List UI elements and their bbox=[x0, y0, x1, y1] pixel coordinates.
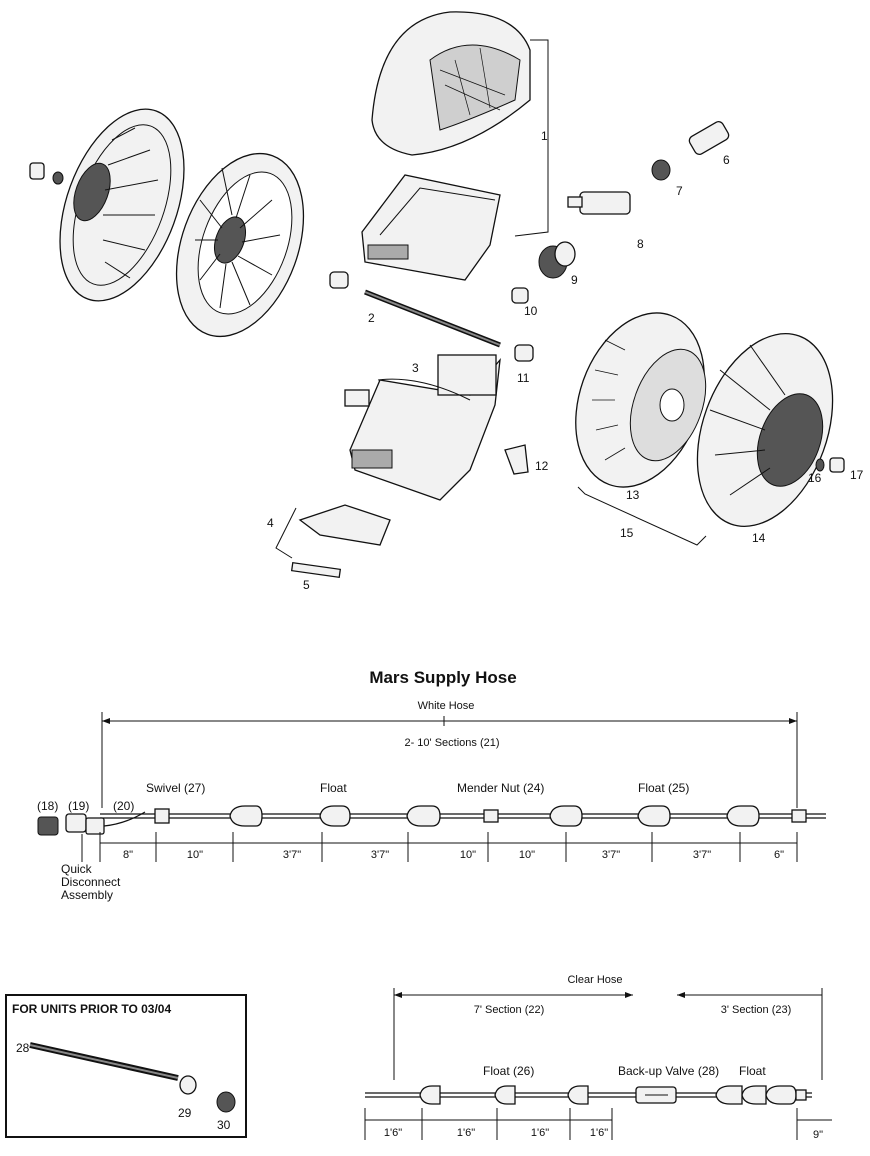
callout-14: 14 bbox=[752, 531, 766, 545]
callout-4: 4 bbox=[267, 516, 274, 530]
callout-5: 5 bbox=[303, 578, 310, 592]
left-fitting bbox=[29, 162, 64, 185]
clear-section-7: 7' Section (22) bbox=[474, 1004, 545, 1016]
fitting-6 bbox=[688, 121, 730, 155]
supply-hose-title: Mars Supply Hose bbox=[369, 668, 516, 687]
label-float-a: Float bbox=[320, 781, 347, 795]
clear-section-3: 3' Section (23) bbox=[721, 1004, 792, 1016]
clear-dim-1: 1'6" bbox=[457, 1127, 475, 1139]
callout-13: 13 bbox=[626, 488, 640, 502]
part15-bracket bbox=[577, 486, 707, 546]
clear-label-backup: Back-up Valve (28) bbox=[618, 1064, 719, 1078]
clear-dim-row bbox=[364, 1108, 832, 1140]
label-mender: Mender Nut (24) bbox=[457, 781, 544, 795]
part4-bracket bbox=[275, 507, 297, 559]
prior-units-inset: FOR UNITS PRIOR TO 03/04 28 29 30 bbox=[5, 994, 247, 1138]
left-tire bbox=[175, 152, 305, 338]
callout-8: 8 bbox=[637, 237, 644, 251]
callout-9: 9 bbox=[571, 273, 578, 287]
label-p18: (18) bbox=[37, 799, 58, 813]
clear-hose-assembly bbox=[365, 1085, 812, 1105]
callout-17: 17 bbox=[850, 468, 864, 482]
white-hose-assembly bbox=[37, 805, 826, 836]
fitting-17 bbox=[829, 457, 845, 473]
clear-dim-4: 9" bbox=[813, 1129, 823, 1141]
top-cover bbox=[371, 11, 531, 156]
callout-3: 3 bbox=[412, 361, 419, 375]
supply-dim-4: 10" bbox=[460, 849, 476, 861]
supply-dim-6: 3'7" bbox=[602, 849, 620, 861]
clear-hose-dims-top bbox=[393, 988, 823, 1080]
supply-dim-2: 3'7" bbox=[283, 849, 301, 861]
callout-1: 1 bbox=[541, 129, 548, 143]
bushing-11 bbox=[514, 344, 534, 362]
callout-2: 2 bbox=[368, 311, 375, 325]
parts-callouts: 1 2 3 4 5 6 7 8 9 10 11 12 13 14 15 16 1… bbox=[267, 129, 864, 592]
clear-dim-0: 1'6" bbox=[384, 1127, 402, 1139]
supply-dim-5: 10" bbox=[519, 849, 535, 861]
label-qd-3: Assembly bbox=[61, 888, 113, 902]
inset-callout-30: 30 bbox=[217, 1118, 231, 1132]
supply-dim-3: 3'7" bbox=[371, 849, 389, 861]
right-tire-13 bbox=[575, 312, 707, 488]
callout-16: 16 bbox=[808, 471, 822, 485]
clear-dim-2: 1'6" bbox=[531, 1127, 549, 1139]
part1-bracket bbox=[514, 39, 549, 237]
fitting-7 bbox=[651, 159, 671, 181]
supply-dim-1: 10" bbox=[187, 849, 203, 861]
white-hose-label: White Hose bbox=[418, 700, 475, 712]
valve-8 bbox=[567, 191, 631, 215]
clear-label-float: Float bbox=[739, 1064, 766, 1078]
sections-label: 2- 10' Sections (21) bbox=[404, 737, 499, 749]
clear-hose-title: Clear Hose bbox=[567, 974, 622, 986]
nut-9 bbox=[538, 241, 576, 279]
motor-housing-3 bbox=[344, 354, 501, 501]
supply-dim-7: 3'7" bbox=[693, 849, 711, 861]
left-hubcap bbox=[59, 108, 185, 302]
elbow-12 bbox=[504, 444, 529, 475]
callout-6: 6 bbox=[723, 153, 730, 167]
inset-callout-29: 29 bbox=[178, 1106, 192, 1120]
callout-15: 15 bbox=[620, 526, 634, 540]
supply-dim-row bbox=[99, 832, 798, 862]
washer-16 bbox=[815, 458, 825, 472]
bushing-10 bbox=[511, 287, 529, 304]
right-hubcap-14 bbox=[696, 333, 834, 527]
label-p19: (19) bbox=[68, 799, 89, 813]
strip-5 bbox=[290, 561, 342, 579]
callout-11: 11 bbox=[517, 371, 530, 385]
inset-title: FOR UNITS PRIOR TO 03/04 bbox=[12, 1002, 171, 1016]
label-swivel: Swivel (27) bbox=[146, 781, 205, 795]
callout-10: 10 bbox=[524, 304, 538, 318]
clear-dim-3: 1'6" bbox=[590, 1127, 608, 1139]
callout-12: 12 bbox=[535, 459, 549, 473]
scoop-4 bbox=[298, 504, 391, 546]
label-p20: (20) bbox=[113, 799, 134, 813]
supply-dim-8: 6" bbox=[774, 849, 784, 861]
callout-7: 7 bbox=[676, 184, 683, 198]
label-qd-2: Disconnect bbox=[61, 875, 121, 889]
supply-dim-0: 8" bbox=[123, 849, 133, 861]
filter-canister bbox=[361, 174, 501, 281]
inset-callout-28: 28 bbox=[16, 1041, 30, 1055]
axle-2 bbox=[329, 271, 501, 348]
label-qd-1: Quick bbox=[61, 862, 93, 876]
clear-label-float26: Float (26) bbox=[483, 1064, 534, 1078]
label-float-b: Float (25) bbox=[638, 781, 689, 795]
